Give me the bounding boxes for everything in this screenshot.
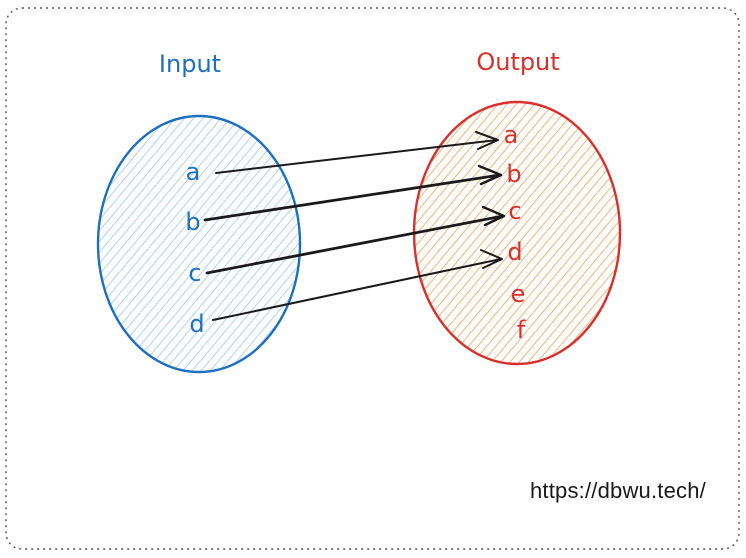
output-item-c: c [508, 197, 521, 225]
output-item-e: e [511, 280, 526, 308]
output-item-f: f [517, 316, 526, 344]
input-ellipse [96, 114, 302, 374]
output-set: Output a b c d e f [412, 48, 622, 366]
arrow-a-to-a [215, 131, 499, 174]
output-label: Output [476, 48, 559, 76]
input-item-a: a [186, 158, 201, 186]
arrow-c-to-c [205, 205, 506, 275]
input-label: Input [159, 50, 221, 78]
footer-url: https://dbwu.tech/ [529, 478, 706, 503]
input-item-d: d [189, 310, 204, 338]
mapping-arrows [203, 131, 506, 321]
input-item-b: b [185, 208, 200, 236]
output-item-a: a [504, 121, 519, 149]
input-set: Input a b c d [96, 50, 302, 374]
output-item-b: b [506, 160, 521, 188]
arrow-b-to-b [203, 164, 503, 222]
arrow-d-to-d [212, 249, 503, 321]
input-item-c: c [188, 259, 201, 287]
output-item-d: d [507, 238, 522, 266]
